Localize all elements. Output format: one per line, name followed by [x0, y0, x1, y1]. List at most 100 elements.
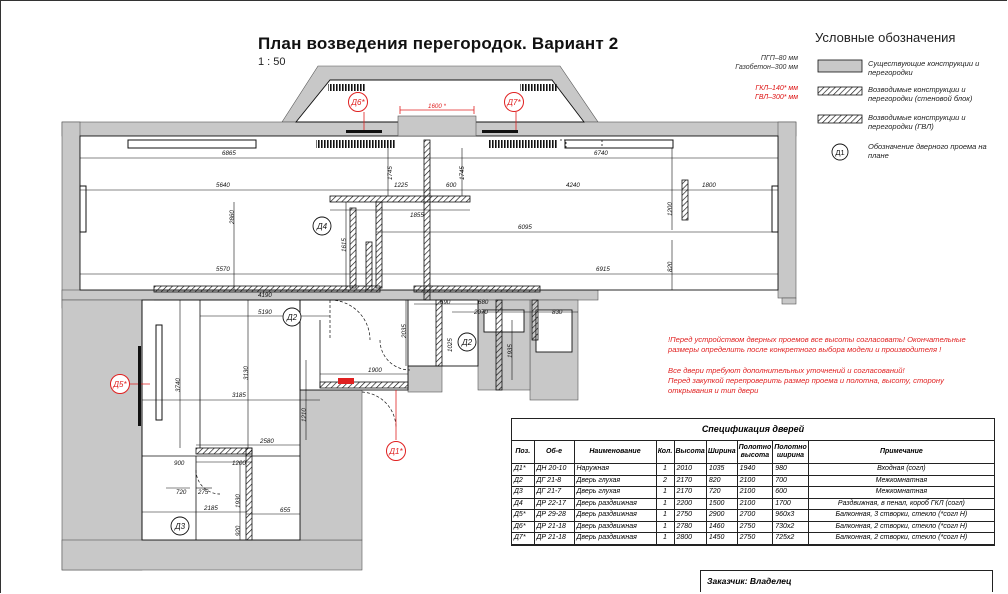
dim-900: 900 [174, 460, 185, 467]
dim-920: 920 [235, 525, 242, 536]
dim-1225: 1225 [394, 182, 408, 189]
dim-2035: 2035 [401, 324, 408, 339]
door-tag-d7[interactable]: Д7* [504, 92, 524, 112]
door-tag-d2b-label: Д2 [461, 338, 473, 347]
spec-cell: Межкомнатная [807, 486, 994, 499]
dim-3740: 3740 [175, 378, 182, 392]
table-row: Д3 ДГ 21-7 Дверь глухая 1 2170 720 2100 … [512, 486, 994, 499]
table-row: Д2 ДГ 21-8 Дверь глухая 2 2170 820 2100 … [512, 474, 994, 487]
dim-1200b: 1200 [232, 460, 246, 467]
spec-cell: 2700 [736, 509, 774, 522]
dim-1900: 1900 [368, 367, 382, 374]
spec-cell: Балконная, 2 створки, стекло (*согл Н) [807, 532, 994, 545]
spec-cell: 2170 [673, 474, 707, 487]
spec-cell: 725х2 [772, 532, 809, 545]
dim-1855: 1855 [410, 212, 424, 219]
door-tag-d4[interactable]: Д4 [312, 216, 332, 236]
dim-2070: 2070 [473, 309, 488, 316]
dim-1800: 1800 [702, 182, 716, 189]
spec-cell: Дверь раздвижная [573, 520, 657, 533]
table-row: Д5* ДР 29-28 Дверь раздвижная 1 2750 290… [512, 509, 994, 522]
door-tag-d1[interactable]: Д1* [386, 441, 406, 461]
note-purchase: Перед закупкой перепроверить размер прое… [668, 376, 944, 395]
door-tag-d5[interactable]: Д5* [110, 374, 130, 394]
spec-cell: 1 [655, 497, 675, 510]
entry-door-marker [338, 378, 354, 384]
dim-3130: 3130 [243, 366, 250, 380]
dim-5570: 5570 [216, 266, 230, 273]
table-row: Д7* ДР 21-18 Дверь раздвижная 1 2800 145… [512, 532, 994, 545]
spec-cell: 2100 [736, 486, 774, 499]
dim-1745b: 1745 [459, 166, 466, 180]
note-heights: !Перед устройством дверных проемов все в… [668, 335, 966, 354]
spec-cell: Входная (согл) [807, 463, 994, 476]
spec-cell: ДР 21-18 [533, 520, 575, 533]
new-partitions [153, 139, 689, 541]
door-tag-d2a-label: Д2 [286, 313, 298, 322]
spec-cell: Дверь глухая [573, 486, 657, 499]
spec-cell: Д2 [512, 474, 535, 487]
spec-cell: Дверь раздвижная [573, 509, 657, 522]
dim-1615: 1615 [341, 238, 348, 252]
spec-cell: 1 [655, 486, 675, 499]
dim-1025: 1025 [447, 338, 454, 352]
note-doors: Все двери требуют дополнительных уточнен… [668, 366, 905, 375]
spec-cell: 1 [655, 520, 675, 533]
spec-cell: 2780 [673, 520, 707, 533]
spec-cell: 2100 [736, 474, 774, 487]
spec-cell: ДР 29-28 [533, 509, 575, 522]
balcony-pier [397, 115, 477, 137]
spec-cell: ДР 21-18 [533, 532, 575, 545]
legend-swatches: Д1 [817, 59, 863, 161]
door-tag-d1-label: Д1* [388, 447, 403, 456]
spec-cell: 1450 [705, 532, 738, 545]
spec-cell: Раздвижная, в пенал, короб ГКЛ (согл) [807, 497, 994, 510]
spec-header: Об-е [533, 441, 575, 464]
spec-cell: 1500 [705, 497, 738, 510]
spec-cell: 2800 [673, 532, 707, 545]
door-tag-d4-label: Д4 [316, 222, 328, 231]
dim-2580: 2580 [259, 438, 274, 445]
dim-6095: 6095 [518, 224, 532, 231]
spec-cell: 960х3 [772, 509, 809, 522]
dim-2185: 2185 [203, 505, 218, 512]
spec-cell: Балконная, 2 створки, стекло (*согл Н) [807, 520, 994, 533]
spec-cell: Д1* [512, 463, 535, 476]
spec-cell: 2100 [736, 497, 774, 510]
spec-cell: 1 [655, 509, 675, 522]
spec-cell: 2750 [736, 520, 774, 533]
door-tag-d2a[interactable]: Д2 [282, 307, 302, 327]
spec-cell: ДР 22-17 [533, 497, 575, 510]
customer-label: Заказчик: Владелец [700, 570, 993, 592]
dim-4240: 4240 [566, 182, 580, 189]
door-tag-d3[interactable]: Д3 [170, 516, 190, 536]
spec-header-row: Поз. Об-е Наименование Кол. Высота Ширин… [512, 441, 994, 464]
spec-title: Спецификация дверей [512, 419, 994, 441]
spec-cell: 1700 [772, 497, 809, 510]
spec-cell: 1 [655, 532, 675, 545]
dim-720: 720 [176, 489, 187, 496]
plan-scale: 1 : 50 [258, 56, 286, 68]
material-gazobeton: Газобетон–300 мм [735, 64, 798, 71]
spec-cell: 1460 [705, 520, 738, 533]
dim-655: 655 [280, 507, 291, 514]
door-tag-d2b[interactable]: Д2 [457, 332, 477, 352]
spec-cell: Д7* [512, 532, 535, 545]
dim-4190: 4190 [258, 292, 272, 299]
dim-600: 600 [446, 182, 457, 189]
spec-cell: 2 [655, 474, 675, 487]
door-tag-d6[interactable]: Д6* [348, 92, 368, 112]
spec-cell: 2900 [705, 509, 738, 522]
spec-cell: 1035 [705, 463, 738, 476]
door-tag-d5-label: Д5* [112, 380, 127, 389]
spec-cell: Наружная [573, 463, 657, 476]
dim-top-gap: 1600 * [428, 103, 446, 110]
legend-item-gvl: Возводимые конструкции и перегородки (ГВ… [868, 113, 966, 131]
table-row: Д6* ДР 21-18 Дверь раздвижная 1 2780 146… [512, 520, 994, 533]
dim-680: 680 [478, 299, 489, 306]
material-pgp: ПГП–80 мм [760, 55, 798, 62]
spec-cell: 2010 [673, 463, 707, 476]
spec-grid: Поз. Об-е Наименование Кол. Высота Ширин… [512, 441, 994, 545]
dim-6740: 6740 [594, 150, 608, 157]
